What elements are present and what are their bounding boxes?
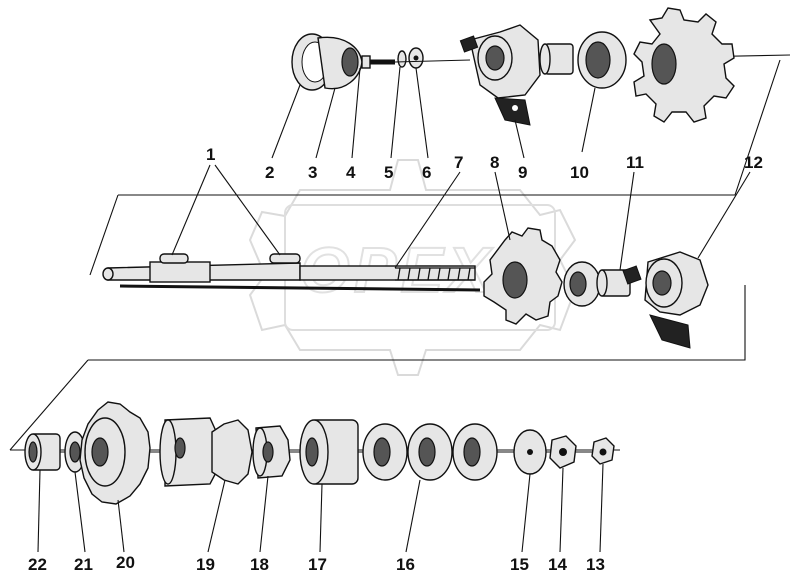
label-12: 12 [744,153,763,172]
part-sleeve-top [539,43,574,75]
label-2: 2 [265,163,274,182]
part-3-cup [317,36,363,90]
part-17-cylinder [299,419,359,485]
part-5-washer [397,50,407,68]
part-sprocket-top [633,7,735,123]
part-22-bushing [24,433,61,471]
part-8-sprocket [483,227,563,325]
label-11: 11 [626,153,644,172]
part-10-collar [577,31,627,89]
label-6: 6 [422,163,431,182]
label-10: 10 [570,163,589,182]
part-20-sprocket [79,401,151,505]
label-3: 3 [308,163,317,182]
watermark-gear [248,159,577,376]
part-collar-mid [563,261,601,307]
label-22: 22 [28,555,47,574]
part-12-bearing-housing [622,251,709,349]
part-4-bolt [361,55,395,69]
part-18-hub [252,425,291,479]
label-21: 21 [74,555,93,574]
part-14-nut [549,435,577,469]
part-11-sleeve [596,269,631,297]
part-1-keys [159,253,301,264]
label-17: 17 [308,555,327,574]
label-1: 1 [206,145,215,164]
label-7: 7 [454,153,463,172]
label-15: 15 [510,555,529,574]
part-shaft [102,261,481,292]
part-9-bearing-housing [459,24,541,126]
label-14: 14 [548,555,567,574]
label-8: 8 [490,153,499,172]
part-6-washer [408,47,424,69]
label-5: 5 [384,163,393,182]
leader-lines [37,66,751,553]
part-19-clutch [159,417,253,487]
part-labels: 1 2 3 4 5 6 7 8 9 10 11 12 13 14 15 16 1… [28,145,763,574]
label-18: 18 [250,555,269,574]
label-4: 4 [346,163,356,182]
label-9: 9 [518,163,527,182]
label-13: 13 [586,555,605,574]
part-13-nut [591,437,615,465]
label-19: 19 [196,555,215,574]
part-15-washer [513,429,547,475]
label-20: 20 [116,553,135,572]
label-16: 16 [396,555,415,574]
part-16-springs [362,423,498,481]
